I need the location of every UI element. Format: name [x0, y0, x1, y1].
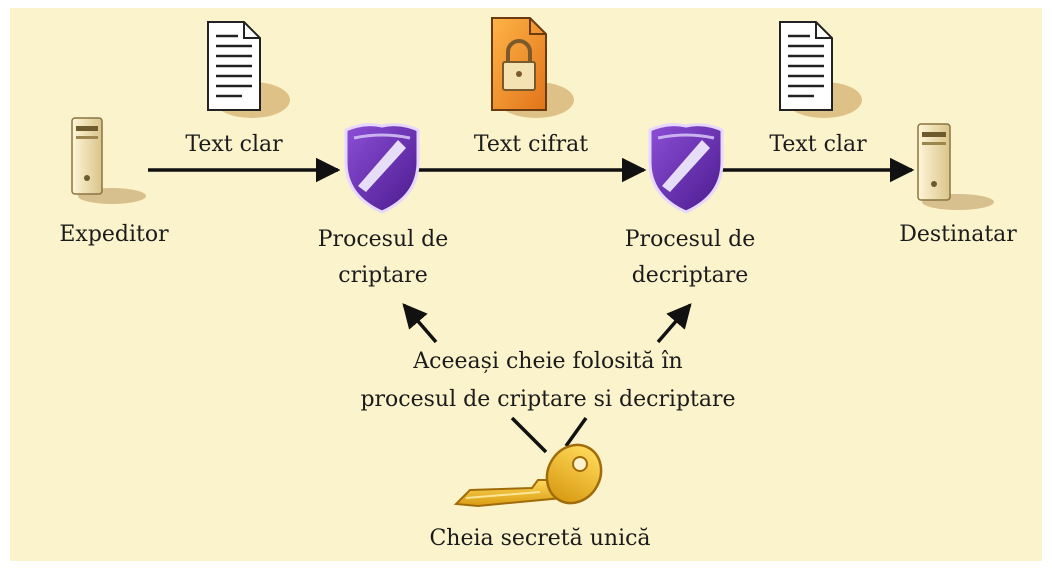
- key-label: Cheia secretă unică: [429, 526, 651, 551]
- key-description: Aceeași cheie folosită în procesul de cr…: [360, 349, 736, 412]
- key-line-left: [510, 416, 548, 454]
- edge-label-plaintext-in: Text clar: [185, 132, 283, 157]
- node-label-sender: Expeditor: [59, 222, 169, 247]
- key-line-right: [564, 416, 588, 448]
- shield-icon: [648, 123, 724, 214]
- node-label-decrypt-process: Procesul de decriptare: [624, 227, 756, 288]
- shield-icon: [344, 123, 420, 214]
- computer-icon: [917, 123, 994, 210]
- arrow-key-to-decrypt: [656, 303, 692, 344]
- document-icon: [779, 21, 862, 118]
- edge-label-plaintext-out: Text clar: [769, 132, 867, 157]
- node-label-encrypt-process: Procesul de criptare: [317, 227, 449, 288]
- document-icon: [207, 21, 290, 118]
- node-label-receiver: Destinatar: [899, 222, 1017, 247]
- encrypted-document-icon: [491, 17, 574, 118]
- key-icon: [453, 443, 603, 508]
- arrow-key-to-encrypt: [402, 303, 438, 344]
- computer-icon: [71, 117, 146, 204]
- edge-label-ciphertext: Text cifrat: [473, 132, 589, 157]
